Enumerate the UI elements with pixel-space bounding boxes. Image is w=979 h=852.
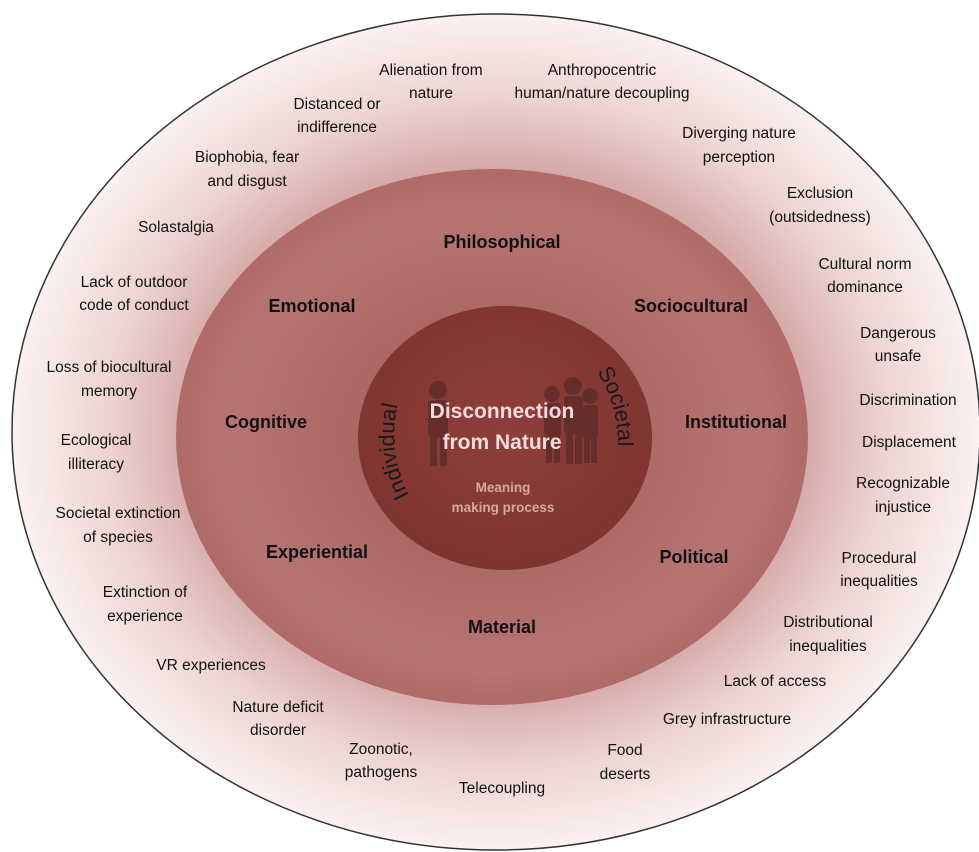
svg-text:Procedural: Procedural xyxy=(842,550,917,567)
svg-text:(outsidedness): (outsidedness) xyxy=(769,209,871,226)
svg-text:nature: nature xyxy=(409,85,453,102)
outer-item-discrimination: Discrimination xyxy=(859,392,956,409)
svg-text:Discrimination: Discrimination xyxy=(859,392,956,409)
svg-text:experience: experience xyxy=(107,608,183,625)
dimension-emotional: Emotional xyxy=(268,296,355,316)
svg-text:inequalities: inequalities xyxy=(789,638,867,655)
svg-text:code of conduct: code of conduct xyxy=(79,297,189,314)
svg-text:Exclusion: Exclusion xyxy=(787,185,853,202)
svg-text:human/nature decoupling: human/nature decoupling xyxy=(515,85,690,102)
svg-text:Diverging nature: Diverging nature xyxy=(682,125,796,142)
outer-item-diverging: Diverging nature perception xyxy=(682,125,796,166)
outer-item-extinction-experience: Extinction of experience xyxy=(103,584,188,625)
svg-text:Alienation from: Alienation from xyxy=(379,62,482,79)
outer-item-alienation: Alienation from nature xyxy=(379,62,482,102)
center-title-line2: from Nature xyxy=(442,431,561,454)
outer-item-biocultural: Loss of biocultural memory xyxy=(47,359,172,400)
svg-text:Biophobia, fear: Biophobia, fear xyxy=(195,149,299,166)
outer-item-biophobia: Biophobia, fear and disgust xyxy=(195,149,299,190)
outer-item-exclusion: Exclusion (outsidedness) xyxy=(769,185,871,226)
dimension-cognitive: Cognitive xyxy=(225,412,307,432)
svg-text:inequalities: inequalities xyxy=(840,573,918,590)
outer-item-grey: Grey infrastructure xyxy=(663,711,791,728)
dimension-political: Political xyxy=(659,547,728,567)
svg-text:VR experiences: VR experiences xyxy=(156,657,266,674)
center-title-line1: Disconnection xyxy=(430,400,575,423)
center-sub-line2: making process xyxy=(452,500,555,515)
svg-text:Food: Food xyxy=(607,742,642,759)
svg-text:Zoonotic,: Zoonotic, xyxy=(349,741,413,758)
outer-item-distanced: Distanced or indifference xyxy=(293,96,380,136)
svg-text:dominance: dominance xyxy=(827,279,903,296)
svg-text:Societal extinction: Societal extinction xyxy=(56,505,181,522)
svg-text:indifference: indifference xyxy=(297,119,377,136)
svg-text:unsafe: unsafe xyxy=(875,348,922,365)
outer-item-lack-access: Lack of access xyxy=(724,673,827,690)
outer-item-displacement: Displacement xyxy=(862,434,957,451)
outer-item-societal-extinction: Societal extinction of species xyxy=(56,505,181,546)
dimension-institutional: Institutional xyxy=(685,412,787,432)
svg-text:Extinction of: Extinction of xyxy=(103,584,188,601)
svg-text:of species: of species xyxy=(83,529,153,546)
outer-item-vr: VR experiences xyxy=(156,657,266,674)
svg-text:Solastalgia: Solastalgia xyxy=(138,219,214,236)
svg-text:Loss of biocultural: Loss of biocultural xyxy=(47,359,172,376)
svg-text:memory: memory xyxy=(81,383,137,400)
people-group-silhouette-icon xyxy=(544,377,598,464)
outer-item-solastalgia: Solastalgia xyxy=(138,219,214,236)
outer-item-food-deserts: Food deserts xyxy=(600,742,651,783)
outer-item-nature-deficit: Nature deficit disorder xyxy=(232,699,324,739)
outer-item-cultural-norm: Cultural norm dominance xyxy=(818,256,911,296)
outer-item-procedural: Procedural inequalities xyxy=(840,550,918,590)
outer-item-zoonotic: Zoonotic, pathogens xyxy=(345,741,418,781)
svg-text:Distributional: Distributional xyxy=(783,614,873,631)
svg-text:pathogens: pathogens xyxy=(345,764,418,781)
svg-text:Nature deficit: Nature deficit xyxy=(232,699,324,716)
svg-text:Lack of outdoor: Lack of outdoor xyxy=(81,274,188,291)
svg-text:Grey infrastructure: Grey infrastructure xyxy=(663,711,791,728)
dimension-sociocultural: Sociocultural xyxy=(634,296,748,316)
svg-text:deserts: deserts xyxy=(600,766,651,783)
outer-item-ecological: Ecological illiteracy xyxy=(61,432,132,473)
dimension-experiential: Experiential xyxy=(266,542,368,562)
svg-text:Telecoupling: Telecoupling xyxy=(459,780,545,797)
svg-text:Ecological: Ecological xyxy=(61,432,132,449)
outer-item-recognizable: Recognizable injustice xyxy=(856,475,950,516)
outer-item-telecoupling: Telecoupling xyxy=(459,780,545,797)
svg-text:Distanced or: Distanced or xyxy=(293,96,380,113)
dimension-material: Material xyxy=(468,617,536,637)
svg-text:Recognizable: Recognizable xyxy=(856,475,950,492)
svg-text:illiteracy: illiteracy xyxy=(68,456,124,473)
outer-item-dangerous: Dangerous unsafe xyxy=(860,325,936,365)
svg-text:Cultural norm: Cultural norm xyxy=(818,256,911,273)
svg-text:Lack of access: Lack of access xyxy=(724,673,827,690)
svg-text:perception: perception xyxy=(703,149,775,166)
dimension-philosophical: Philosophical xyxy=(443,232,560,252)
svg-text:disorder: disorder xyxy=(250,722,306,739)
svg-text:and disgust: and disgust xyxy=(207,173,287,190)
outer-item-distributional: Distributional inequalities xyxy=(783,614,873,655)
outer-item-anthropocentric: Anthropocentric human/nature decoupling xyxy=(515,62,690,102)
outer-item-outdoor-code: Lack of outdoor code of conduct xyxy=(79,274,189,314)
svg-text:injustice: injustice xyxy=(875,499,931,516)
svg-text:Dangerous: Dangerous xyxy=(860,325,936,342)
svg-text:Displacement: Displacement xyxy=(862,434,957,451)
individual-silhouette-icon xyxy=(428,381,448,466)
svg-text:Anthropocentric: Anthropocentric xyxy=(548,62,657,79)
center-sub-line1: Meaning xyxy=(476,480,531,495)
inner-core xyxy=(358,306,652,570)
